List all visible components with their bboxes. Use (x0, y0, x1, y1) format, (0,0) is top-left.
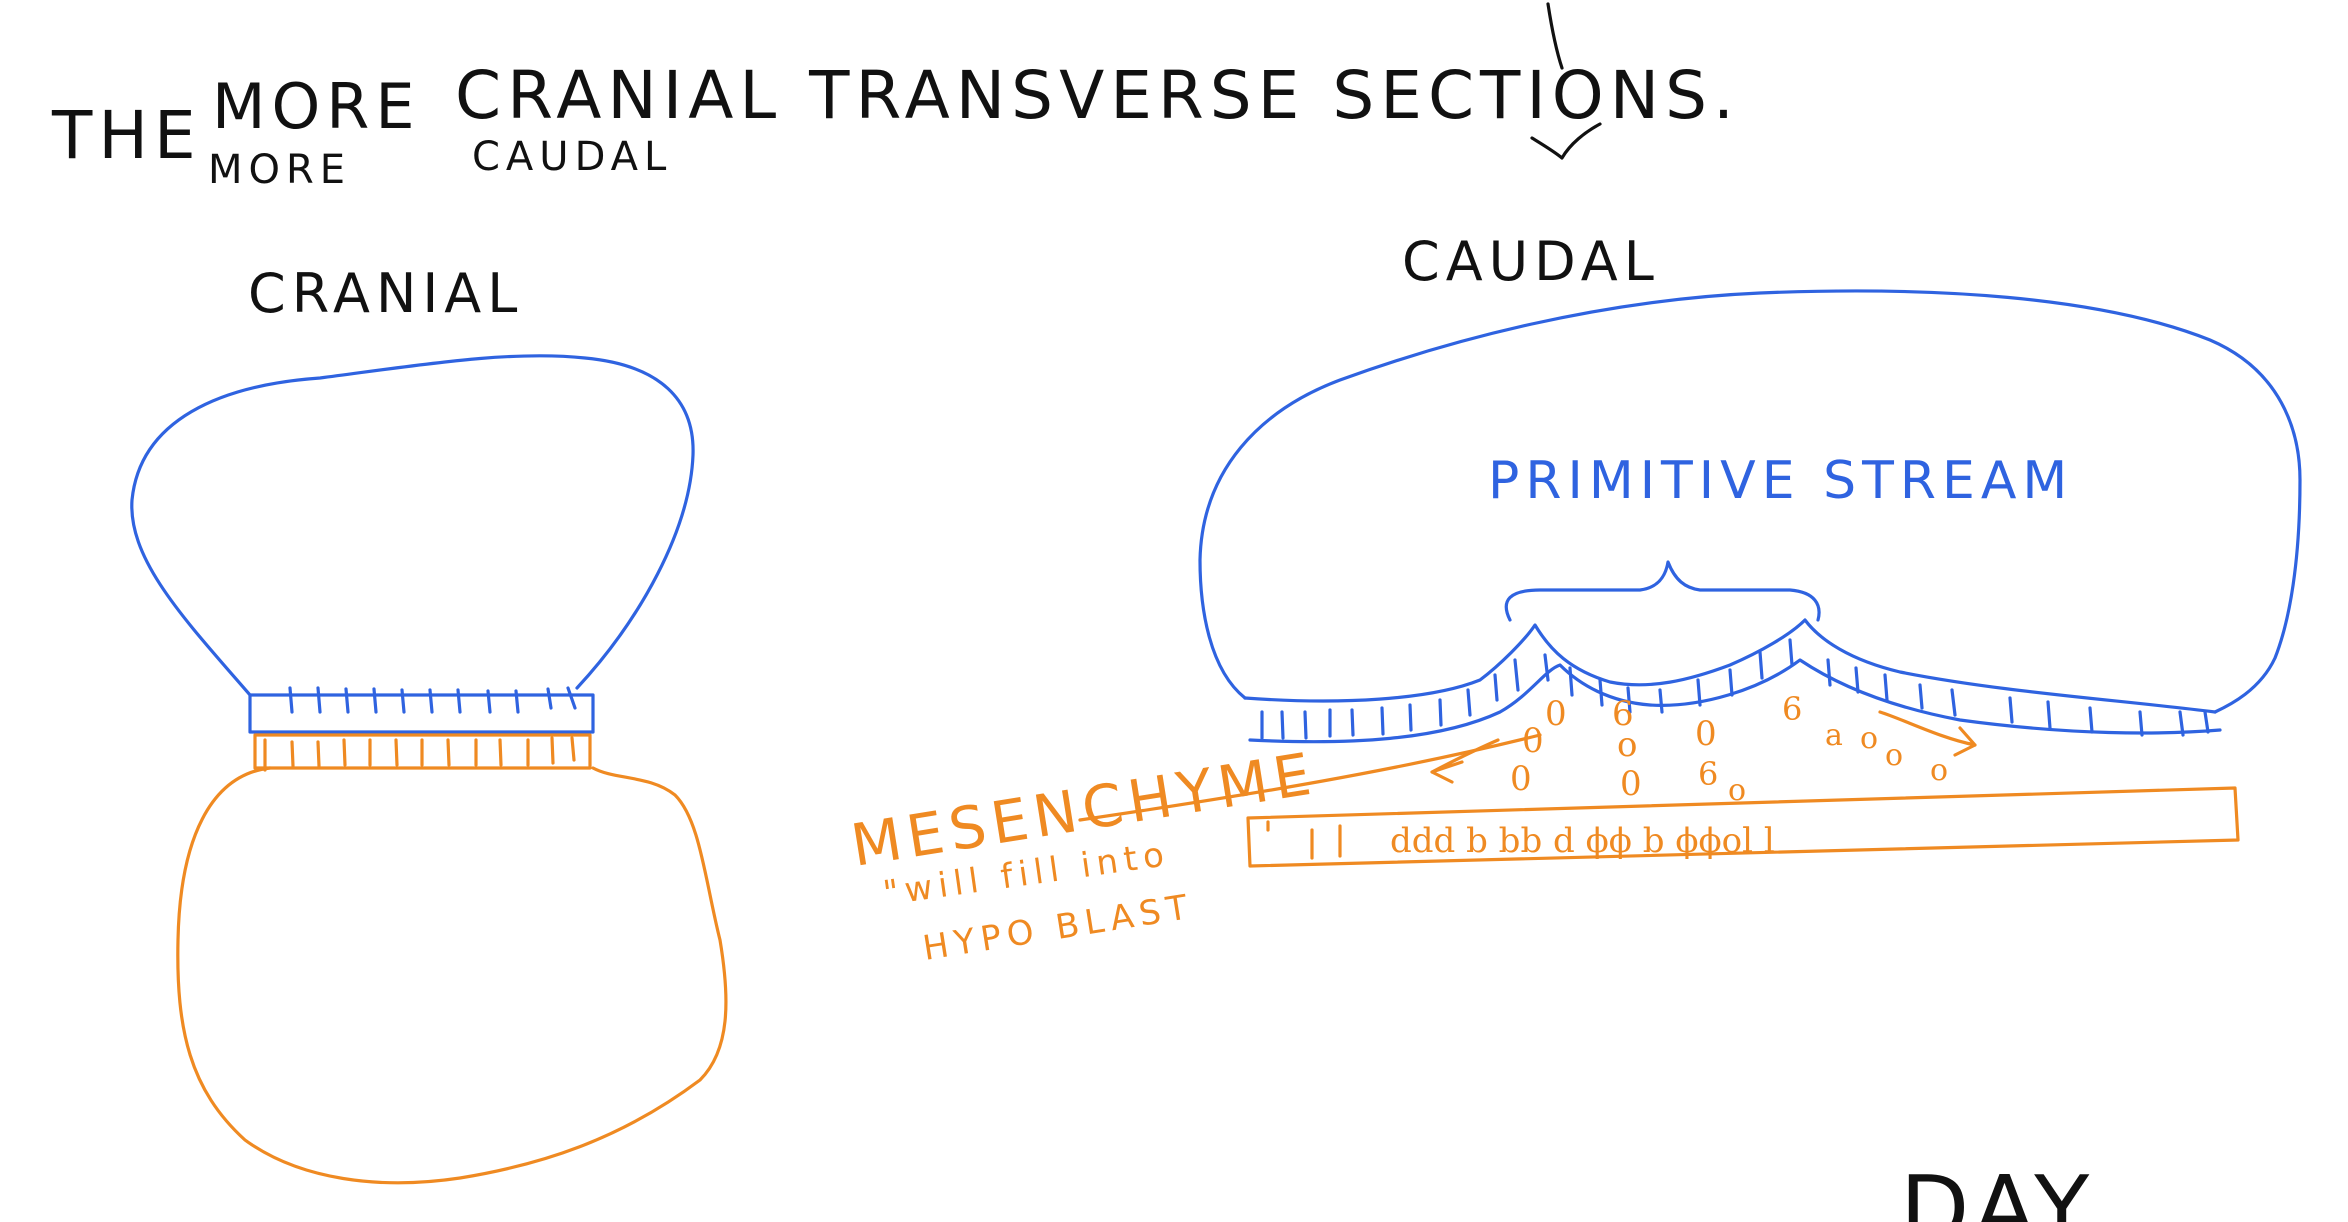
caudal-amniotic-outline (1198, 289, 2302, 714)
caudal-epiblast-top (1243, 618, 2217, 714)
arrow-head-icon (1530, 122, 1602, 160)
cell-glyph: 6 (1612, 694, 1634, 734)
cell-glyph: o (1617, 725, 1637, 765)
cell-glyph: 0 (1620, 764, 1642, 804)
header-more-bottom: MORE (208, 147, 351, 193)
cranial-diagram: CRANIAL (130, 262, 728, 1185)
caudal-diagram: CAUDAL PRIMITIVE STREAM ddd b bb d ϕϕ b … (1198, 230, 2302, 868)
cell-glyph: 0 (1695, 714, 1717, 754)
cranial-title: CRANIAL (248, 262, 523, 325)
cell-glyph: 0 (1510, 759, 1532, 799)
cell-glyph: a (1825, 718, 1843, 753)
corner-day-text: DAY (1900, 1157, 2095, 1222)
hypoblast-cell-glyphs: ddd b bb d ϕϕ b ϕϕol l (1390, 821, 1775, 861)
epiblast-layer (248, 693, 595, 734)
cell-glyph: o (1885, 738, 1903, 773)
mesenchyme-cells: 0 0 0 6 o 0 0 6 o 6 a o o o (1510, 690, 1948, 808)
epiblast-ticks (288, 686, 577, 714)
header-the: THE (51, 97, 202, 174)
caudal-hypoblast-cells: ddd b bb d ϕϕ b ϕϕol l (1266, 820, 1775, 861)
yolk-sac-outline (176, 766, 728, 1185)
arrow-shaft (1546, 2, 1564, 70)
cell-glyph: o (1930, 753, 1948, 788)
cell-glyph: o (1728, 773, 1746, 808)
header: THE MORE CRANIAL TRANSVERSE SECTIONS. MO… (51, 2, 1740, 193)
header-main-title: CRANIAL TRANSVERSE SECTIONS. (455, 57, 1740, 134)
hypoblast-ticks (263, 736, 576, 772)
hypoblast-layer (253, 733, 592, 770)
primitive-streak-brace (1504, 560, 1821, 622)
cell-glyph: 6 (1698, 755, 1718, 793)
caudal-epiblast-bottom (1248, 658, 2222, 744)
corner-partial-text: DAY (1900, 1157, 2095, 1222)
caudal-title: CAUDAL (1402, 230, 1660, 293)
migration-arrow-right-icon (1878, 710, 1977, 757)
caudal-epiblast-ticks (1260, 638, 2210, 740)
header-caudal-bottom: CAUDAL (472, 134, 672, 180)
cell-glyph: 0 (1522, 721, 1544, 761)
header-more-top: MORE (212, 70, 421, 143)
cell-glyph: 0 (1545, 694, 1567, 734)
cell-glyph: 6 (1782, 690, 1802, 728)
primitive-stream-label: PRIMITIVE STREAM (1488, 451, 2073, 511)
cell-glyph: o (1860, 721, 1878, 756)
amniotic-cavity-outline (130, 354, 695, 697)
mesenchyme-pointer-line (1078, 733, 1542, 822)
migration-arrow-left-icon (1430, 738, 1500, 784)
caudal-hypoblast-layer (1246, 786, 2240, 868)
